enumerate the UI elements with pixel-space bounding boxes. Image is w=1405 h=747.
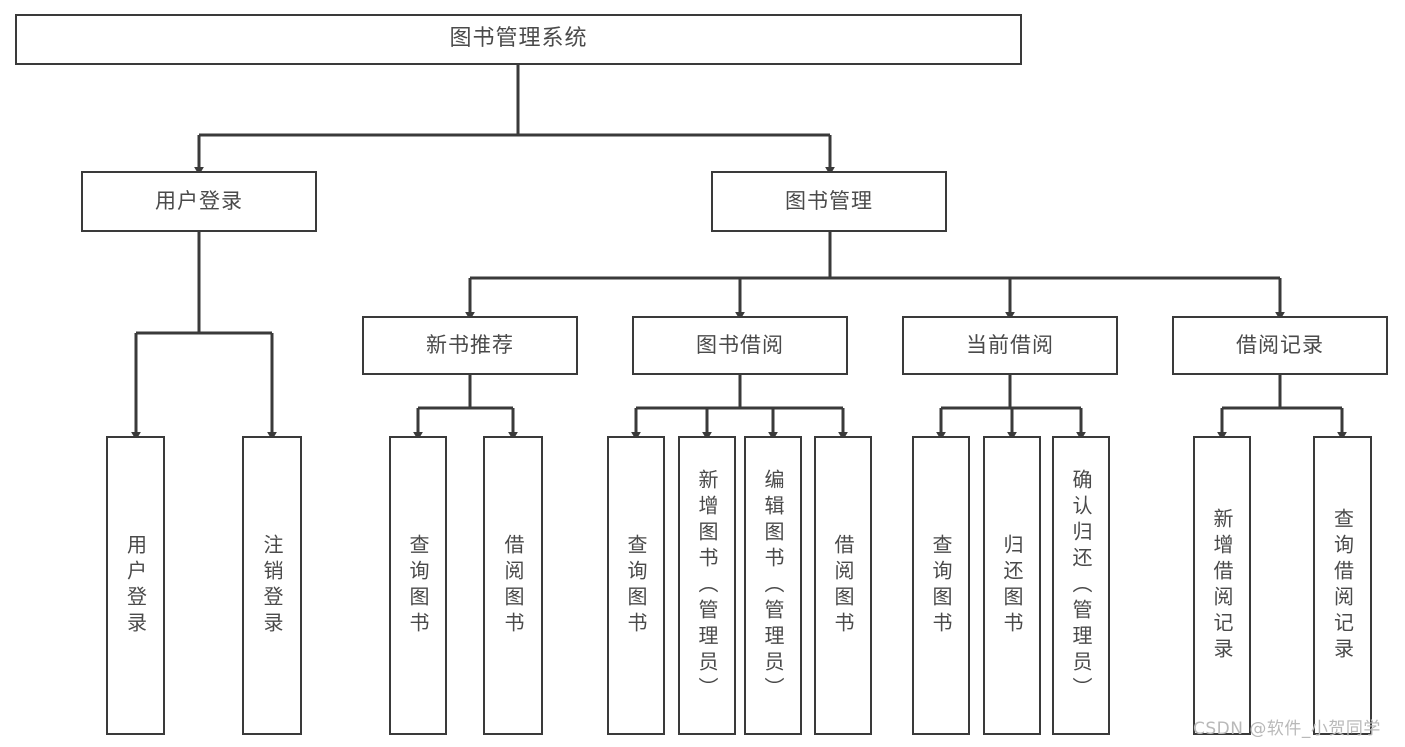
leaf-label: 编辑图书（管理员） <box>761 468 785 703</box>
leaf-query-book-current[interactable]: 查询图书 <box>912 436 970 735</box>
leaf-label: 归还图书 <box>1000 533 1024 638</box>
node-current-borrow[interactable]: 当前借阅 <box>902 316 1118 375</box>
leaf-query-book-recommend[interactable]: 查询图书 <box>389 436 447 735</box>
node-current-borrow-label: 当前借阅 <box>966 332 1054 357</box>
node-borrow-record[interactable]: 借阅记录 <box>1172 316 1388 375</box>
leaf-label: 查询图书 <box>929 533 953 638</box>
node-book-borrow[interactable]: 图书借阅 <box>632 316 848 375</box>
leaf-label: 确认归还（管理员） <box>1069 468 1093 703</box>
leaf-return-book[interactable]: 归还图书 <box>983 436 1041 735</box>
leaf-add-borrow-record[interactable]: 新增借阅记录 <box>1193 436 1251 735</box>
leaf-label: 借阅图书 <box>501 533 525 638</box>
node-new-book-recommend[interactable]: 新书推荐 <box>362 316 578 375</box>
node-root[interactable]: 图书管理系统 <box>15 14 1022 65</box>
leaf-user-login[interactable]: 用户登录 <box>106 436 165 735</box>
leaf-label: 新增图书（管理员） <box>695 468 719 703</box>
leaf-label: 注销登录 <box>260 533 284 638</box>
node-root-label: 图书管理系统 <box>449 26 588 52</box>
leaf-label: 新增借阅记录 <box>1210 507 1234 664</box>
node-book-management[interactable]: 图书管理 <box>711 171 947 232</box>
leaf-edit-book-admin[interactable]: 编辑图书（管理员） <box>744 436 802 735</box>
leaf-label: 借阅图书 <box>831 533 855 638</box>
node-book-borrow-label: 图书借阅 <box>696 332 784 357</box>
leaf-confirm-return-admin[interactable]: 确认归还（管理员） <box>1052 436 1110 735</box>
leaf-label: 查询借阅记录 <box>1330 507 1355 664</box>
node-book-management-label: 图书管理 <box>785 188 873 213</box>
leaf-label: 查询图书 <box>406 533 430 638</box>
leaf-add-book-admin[interactable]: 新增图书（管理员） <box>678 436 736 735</box>
leaf-label: 查询图书 <box>624 533 648 638</box>
leaf-logout[interactable]: 注销登录 <box>242 436 302 735</box>
leaf-label: 用户登录 <box>123 533 148 638</box>
leaf-borrow-book-recommend[interactable]: 借阅图书 <box>483 436 543 735</box>
leaf-query-book-borrow[interactable]: 查询图书 <box>607 436 665 735</box>
leaf-borrow-book[interactable]: 借阅图书 <box>814 436 872 735</box>
node-borrow-record-label: 借阅记录 <box>1236 332 1324 357</box>
csdn-watermark: CSDN @软件_小贺同学 <box>1193 719 1381 739</box>
node-new-book-recommend-label: 新书推荐 <box>426 332 514 357</box>
leaf-query-borrow-record[interactable]: 查询借阅记录 <box>1313 436 1372 735</box>
node-user-login-label: 用户登录 <box>155 188 243 213</box>
node-user-login[interactable]: 用户登录 <box>81 171 317 232</box>
